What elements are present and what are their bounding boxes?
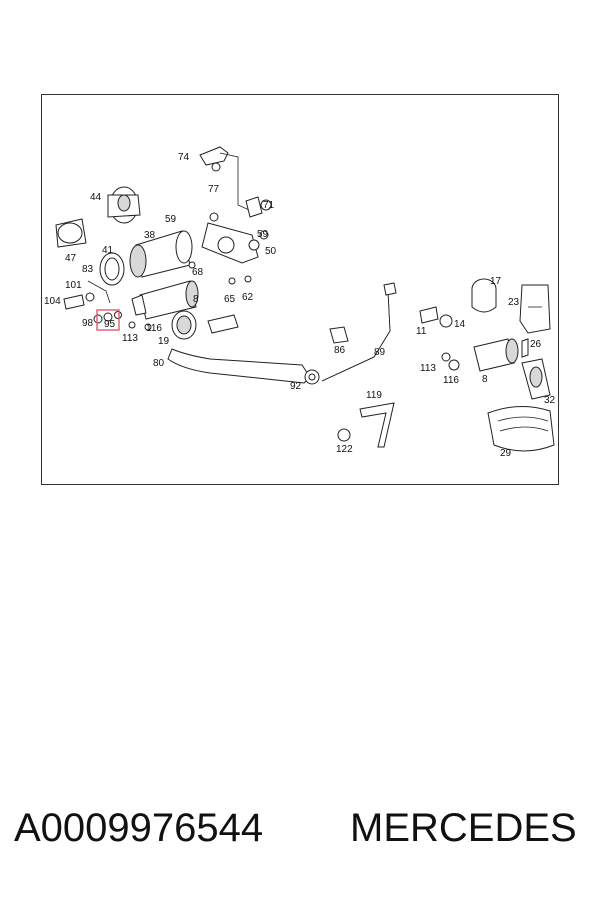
label-44: 44: [90, 192, 102, 203]
label-71: 71: [263, 200, 275, 211]
part-nut-122: [337, 428, 351, 442]
part-nuts-small: [128, 212, 460, 371]
label-74: 74: [178, 152, 190, 163]
label-83: 83: [82, 264, 94, 275]
label-50: 50: [265, 246, 277, 257]
label-8b: 8: [482, 374, 488, 385]
part-filter-38: [129, 230, 193, 278]
label-68: 68: [192, 267, 204, 278]
label-80: 80: [153, 358, 165, 369]
label-41: 41: [102, 245, 114, 256]
diagram-frame: 74 77 71 44 59 38 59 47 41 50 68 83 65 6…: [41, 94, 559, 485]
highlight-box-95: [96, 309, 120, 331]
label-95: 95: [104, 319, 116, 330]
part-bracket-74: [199, 146, 257, 214]
caption: A0009976544 MERCEDES: [0, 806, 600, 856]
label-104: 104: [44, 296, 61, 307]
part-holder-50: [201, 222, 260, 264]
parts-diagram: 74 77 71 44 59 38 59 47 41 50 68 83 65 6…: [44, 146, 556, 459]
part-accumulator-47: [55, 218, 87, 248]
label-89: 89: [374, 347, 386, 358]
part-ring-19: [171, 310, 197, 340]
label-98: 98: [82, 318, 94, 329]
part-line-89: [321, 282, 397, 382]
label-86: 86: [334, 345, 346, 356]
label-116a: 116: [146, 323, 162, 334]
part-grommet-32: [521, 358, 551, 400]
part-shield-29: [487, 405, 555, 452]
brand-name: MERCEDES: [350, 806, 577, 850]
part-filter-44: [107, 186, 141, 224]
part-fitting-101: [85, 280, 111, 304]
part-clamp-71: [245, 196, 272, 218]
label-8a: 8: [193, 294, 199, 305]
label-19: 19: [158, 336, 170, 347]
label-122: 122: [336, 444, 353, 455]
label-59b: 59: [257, 229, 269, 240]
label-65: 65: [224, 294, 236, 305]
part-bolt-104: [63, 294, 85, 310]
label-17: 17: [490, 276, 502, 287]
label-113b: 113: [420, 363, 436, 374]
label-26: 26: [530, 339, 542, 350]
part-connector-8b: [207, 314, 239, 334]
part-screw-26: [521, 338, 529, 358]
part-bracket-23: [519, 284, 551, 334]
label-113a: 113: [122, 333, 138, 344]
label-11: 11: [416, 326, 427, 337]
label-32: 32: [544, 395, 556, 406]
label-38: 38: [144, 230, 156, 241]
label-29: 29: [500, 448, 512, 459]
label-92: 92: [290, 381, 302, 392]
part-pump-8-right: [473, 338, 519, 372]
part-pump-8-left: [131, 280, 199, 320]
label-119: 119: [366, 390, 382, 401]
label-47: 47: [65, 253, 77, 264]
label-14: 14: [454, 319, 466, 330]
label-116b: 116: [443, 375, 459, 386]
label-101: 101: [65, 280, 82, 291]
part-ring-41: [99, 252, 125, 286]
part-washers-98-95: [93, 311, 122, 324]
part-clip-86: [329, 326, 349, 344]
part-pump-11-14: [419, 306, 453, 328]
label-62: 62: [242, 292, 254, 303]
part-number: A0009976544: [14, 806, 264, 850]
part-bracket-119: [359, 402, 395, 448]
label-77: 77: [208, 184, 220, 195]
label-23: 23: [508, 297, 520, 308]
part-ring-17: [471, 278, 497, 313]
label-59a: 59: [165, 214, 177, 225]
part-line-80: [167, 348, 311, 384]
part-clamp-92: [304, 369, 320, 385]
